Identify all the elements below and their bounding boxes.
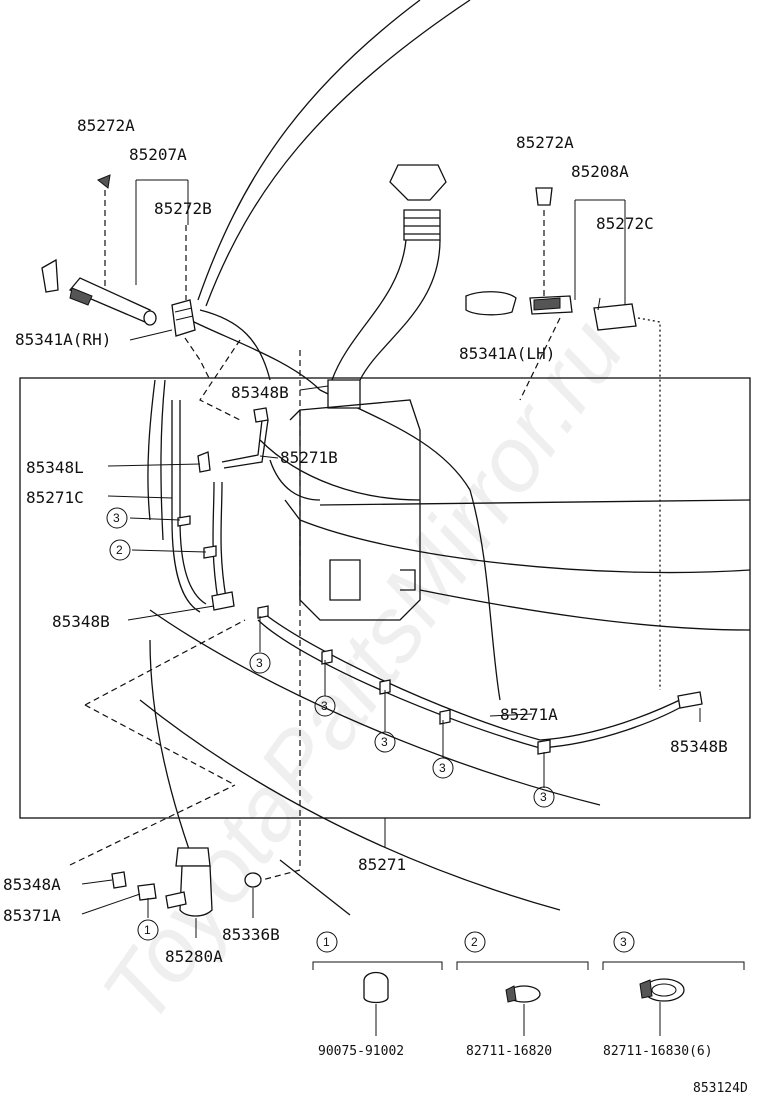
label-85341A-rh: 85341A(RH) [15, 330, 111, 349]
callout-2-a: 2 [109, 539, 131, 561]
clip-90075-icon [363, 971, 389, 1004]
label-85272B: 85272B [154, 199, 212, 218]
label-85271: 85271 [358, 855, 406, 874]
label-85272A-lh: 85272A [516, 133, 574, 152]
svg-text:3: 3 [321, 699, 328, 713]
vehicle-body-outline [139, 0, 751, 916]
legend-2-number: 2 [471, 935, 478, 949]
label-85348A: 85348A [3, 875, 61, 894]
legend-1-number: 1 [323, 935, 330, 949]
label-85371A: 85371A [3, 906, 61, 925]
callout-3-e: 3 [432, 757, 454, 779]
label-85280A: 85280A [165, 947, 223, 966]
clip-legend: 1 90075-91002 2 82711-16820 3 82711-1683… [312, 931, 745, 1059]
hoses [171, 400, 703, 755]
label-85271C: 85271C [26, 488, 84, 507]
diagram-id: 853124D [693, 1081, 748, 1096]
washer-tank [269, 164, 447, 621]
legend-2-part-number: 82711-16820 [466, 1044, 552, 1059]
svg-text:3: 3 [439, 761, 446, 775]
label-85341A-lh: 85341A(LH) [459, 344, 555, 363]
label-85207A: 85207A [129, 145, 187, 164]
svg-text:3: 3 [113, 511, 120, 525]
legend-item-1: 1 90075-91002 [312, 931, 443, 1059]
label-85271A: 85271A [500, 705, 558, 724]
label-85348L: 85348L [26, 458, 84, 477]
svg-text:3: 3 [256, 656, 263, 670]
label-85348B-left: 85348B [52, 612, 110, 631]
label-85336B: 85336B [222, 925, 280, 944]
callout-3-d: 3 [374, 731, 396, 753]
lh-washer-parts [465, 187, 661, 690]
rh-washer-parts [41, 174, 241, 421]
svg-text:2: 2 [116, 543, 123, 557]
label-85208A: 85208A [571, 162, 629, 181]
callout-3-a: 3 [106, 507, 128, 529]
legend-1-part-number: 90075-91002 [318, 1044, 404, 1059]
part-labels: 85272A 85207A 85272B 85341A(RH) 85272A 8… [3, 116, 728, 966]
label-85272C: 85272C [596, 214, 654, 233]
washer-pump [69, 350, 301, 917]
legend-item-2: 2 82711-16820 [456, 931, 589, 1059]
label-85348B-right: 85348B [670, 737, 728, 756]
label-85271B: 85271B [280, 448, 338, 467]
callout-circles: 3 2 3 3 3 3 3 1 [106, 507, 555, 941]
callout-1-a: 1 [137, 919, 159, 941]
leader-lines [81, 297, 701, 938]
callout-3-c: 3 [314, 695, 336, 717]
label-85348B-top: 85348B [231, 383, 289, 402]
callout-3-f: 3 [533, 786, 555, 808]
legend-3-number: 3 [620, 935, 627, 949]
label-85272A-rh: 85272A [77, 116, 135, 135]
svg-text:3: 3 [540, 790, 547, 804]
callout-3-b: 3 [249, 652, 271, 674]
svg-text:3: 3 [381, 735, 388, 749]
svg-text:1: 1 [144, 923, 151, 937]
legend-3-part-number: 82711-16830(6) [603, 1044, 713, 1059]
legend-item-3: 3 82711-16830(6) [602, 931, 745, 1059]
